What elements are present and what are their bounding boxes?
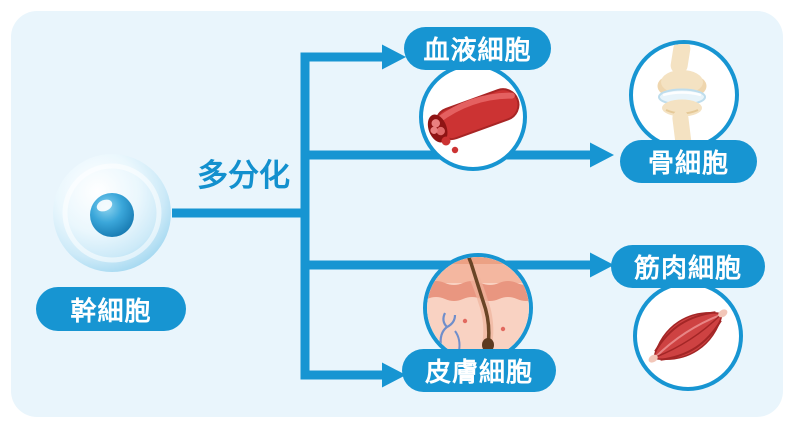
skin-cell-label: 皮膚細胞 [402, 349, 556, 392]
blood-cell-label: 血液細胞 [404, 27, 551, 70]
muscle-icon [633, 281, 743, 391]
stem-cell-illustration [53, 154, 171, 272]
bone-joint-illustration [657, 44, 707, 146]
stem-cell-icon [50, 151, 174, 275]
skin-icon [423, 253, 533, 363]
blood-vessel-illustration [427, 88, 520, 154]
muscle-cell-label: 筋肉細胞 [611, 245, 765, 288]
skin-illustration [427, 257, 529, 359]
stem-cell-label: 幹細胞 [36, 287, 186, 331]
bone-cell-label: 骨細胞 [620, 140, 757, 183]
muscle-illustration [648, 309, 728, 363]
arrowhead-muscle [590, 252, 614, 278]
bone-joint-icon [629, 40, 739, 150]
arrowhead-blood [382, 44, 406, 70]
differentiation-label: 多分化 [197, 158, 290, 194]
blood-vessel-icon [419, 63, 527, 171]
arrowhead-bone [590, 142, 614, 168]
arrowhead-skin [382, 362, 406, 388]
